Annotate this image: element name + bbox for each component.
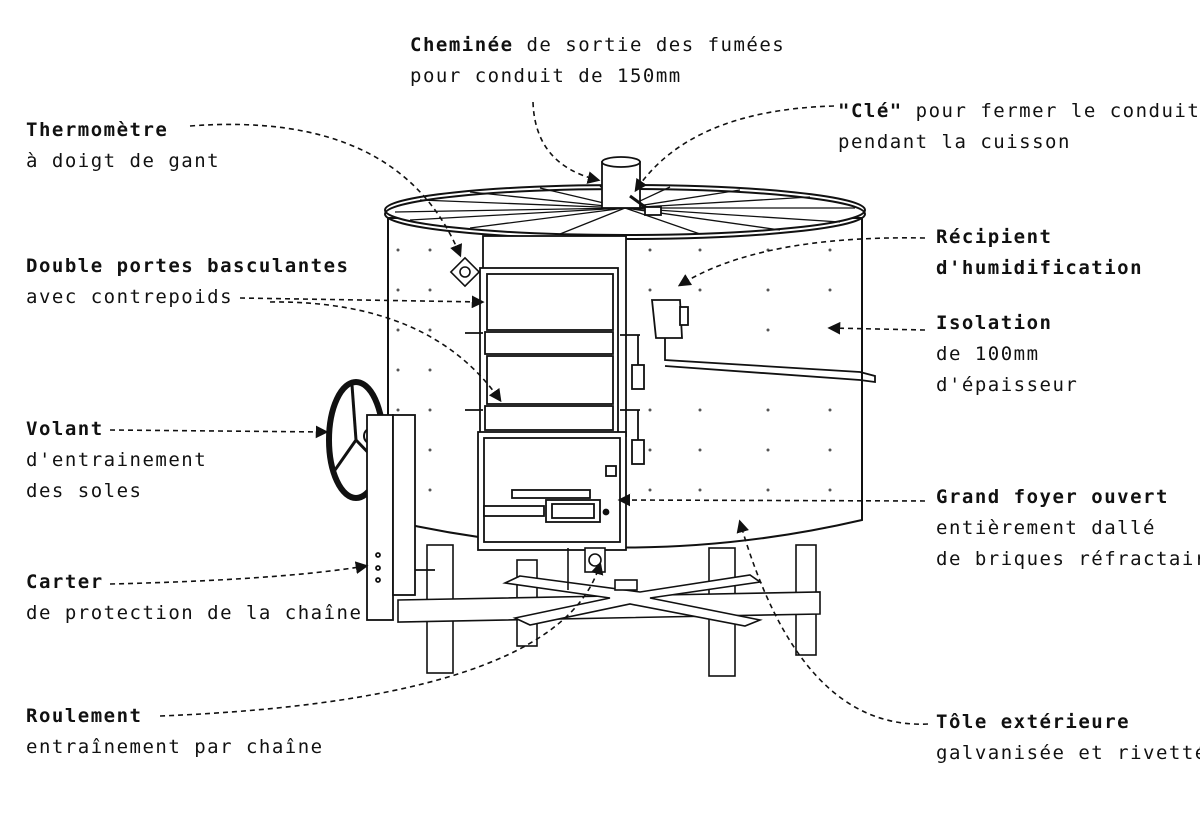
label-chimney: Cheminée de sortie des fumées pour condu… — [410, 34, 786, 87]
label-thermometer-title: Thermomètre — [26, 119, 169, 141]
humidifier — [651, 299, 876, 384]
label-key-title: "Clé" — [838, 100, 903, 122]
firebox — [477, 431, 627, 551]
label-thermometer: Thermomètre à doigt de gant — [26, 119, 221, 172]
label-humidifier: Récipient d'humidification — [936, 226, 1144, 279]
label-firebox-title: Grand foyer ouvert — [936, 486, 1169, 508]
chain-casing — [366, 414, 435, 621]
label-insulation: Isolation de 100mm d'épaisseur — [936, 312, 1079, 396]
rivets — [396, 248, 832, 492]
upper-doors — [465, 235, 645, 465]
label-doors-title: Double portes basculantes — [26, 255, 350, 277]
label-key: "Clé" pour fermer le conduit pendant la … — [838, 100, 1200, 153]
label-sheet: Tôle extérieure galvanisée et rivettée — [936, 711, 1200, 764]
label-wheel-title: Volant — [26, 418, 104, 440]
label-sheet-title: Tôle extérieure — [936, 711, 1131, 733]
label-casing: Carter de protection de la chaîne — [26, 571, 363, 624]
label-wheel: Volant d'entrainement des soles — [26, 418, 208, 502]
chimney — [601, 156, 662, 216]
label-bearing-title: Roulement — [26, 705, 143, 727]
label-casing-title: Carter — [26, 571, 104, 593]
label-bearing: Roulement entraînement par chaîne — [26, 705, 324, 758]
label-chimney-title: Cheminée — [410, 34, 514, 56]
label-humidifier-title: Récipient — [936, 226, 1053, 248]
leader-lines — [109, 101, 929, 725]
label-insulation-title: Isolation — [936, 312, 1053, 334]
label-doors: Double portes basculantes avec contrepoi… — [26, 255, 350, 308]
base-frame — [397, 544, 821, 677]
label-firebox: Grand foyer ouvert entièrement dallé de … — [936, 486, 1200, 570]
thermometer — [449, 256, 481, 288]
